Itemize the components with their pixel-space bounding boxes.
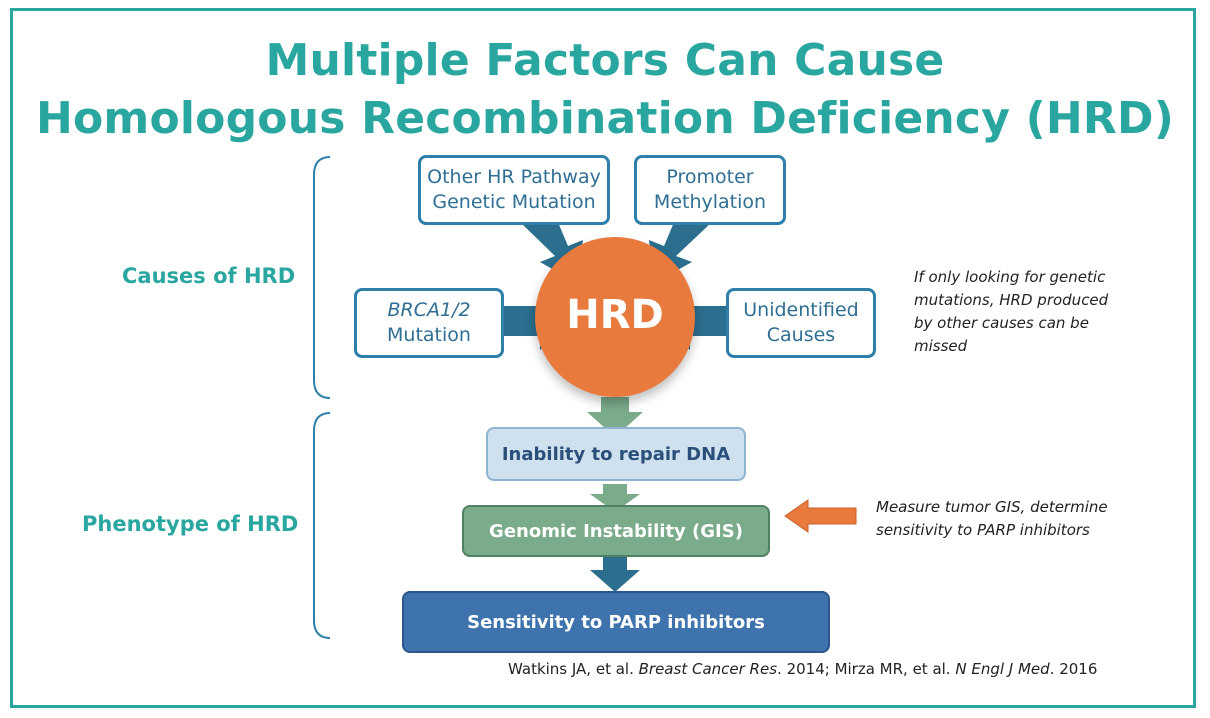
- note-measure-gis: Measure tumor GIS, determine sensitivity…: [876, 496, 1108, 542]
- step-repair-label: Inability to repair DNA: [501, 443, 731, 465]
- note-genetic-line3: by other causes can be: [914, 314, 1089, 332]
- note-gis-line2: sensitivity to PARP inhibitors: [876, 521, 1090, 539]
- citation: Watkins JA, et al. Breast Cancer Res. 20…: [508, 660, 1097, 678]
- hrd-circle: [535, 237, 695, 397]
- step-sensitivity-parp: Sensitivity to PARP inhibitors: [402, 591, 830, 653]
- cause-other-hr-line2: Genetic Mutation: [432, 191, 596, 213]
- citation-journal2: N Engl J Med: [955, 660, 1050, 678]
- cause-promoter-line1: Promoter: [666, 166, 754, 188]
- slide-title-line2: Homologous Recombination Deficiency (HRD…: [35, 93, 1175, 144]
- step-inability-repair-dna: Inability to repair DNA: [486, 427, 746, 481]
- slide-title-line1: Multiple Factors Can Cause: [265, 35, 945, 86]
- causes-label: Causes of HRD: [122, 264, 296, 288]
- step-parp-label: Sensitivity to PARP inhibitors: [467, 611, 765, 633]
- cause-other-hr-line1: Other HR Pathway: [427, 166, 601, 188]
- step-genomic-instability: Genomic Instability (GIS): [462, 505, 770, 557]
- citation-part2: . 2014; Mirza MR, et al.: [777, 660, 956, 678]
- note-gis-line1: Measure tumor GIS, determine: [876, 498, 1108, 516]
- cause-promoter-line2: Methylation: [653, 191, 767, 213]
- arrow-gis-to-parp: [590, 557, 640, 592]
- step-gis-label: Genomic Instability (GIS): [489, 520, 743, 542]
- phenotype-label: Phenotype of HRD: [82, 512, 299, 536]
- hrd-center-label: HRD: [566, 292, 664, 338]
- cause-promoter-methylation: Promoter Methylation: [634, 155, 786, 225]
- citation-journal1: Breast Cancer Res: [638, 660, 778, 678]
- note-genetic-line4: missed: [914, 337, 968, 355]
- cause-unidentified: Unidentified Causes: [726, 288, 876, 358]
- arrow-repair-to-gis: [590, 484, 640, 512]
- causes-bracket: [313, 156, 331, 399]
- arrow-hrd-to-repair: [587, 397, 643, 437]
- cause-brca-line1: BRCA1/2: [387, 299, 471, 321]
- cause-brca-line2: Mutation: [387, 324, 471, 346]
- arrow-measure-gis: [784, 499, 857, 533]
- cause-unidentified-line2: Causes: [766, 324, 836, 346]
- cause-unidentified-line1: Unidentified: [743, 299, 859, 321]
- phenotype-bracket: [313, 412, 331, 639]
- slide-frame: [10, 8, 1196, 708]
- note-genetic-mutations: If only looking for genetic mutations, H…: [914, 266, 1108, 358]
- note-genetic-line2: mutations, HRD produced: [914, 291, 1109, 309]
- cause-brca-mutation: BRCA1/2 Mutation: [354, 288, 504, 358]
- citation-part1: Watkins JA, et al.: [508, 660, 639, 678]
- note-genetic-line1: If only looking for genetic: [914, 268, 1106, 286]
- citation-part3: . 2016: [1049, 660, 1098, 678]
- cause-other-hr-pathway: Other HR Pathway Genetic Mutation: [418, 155, 610, 225]
